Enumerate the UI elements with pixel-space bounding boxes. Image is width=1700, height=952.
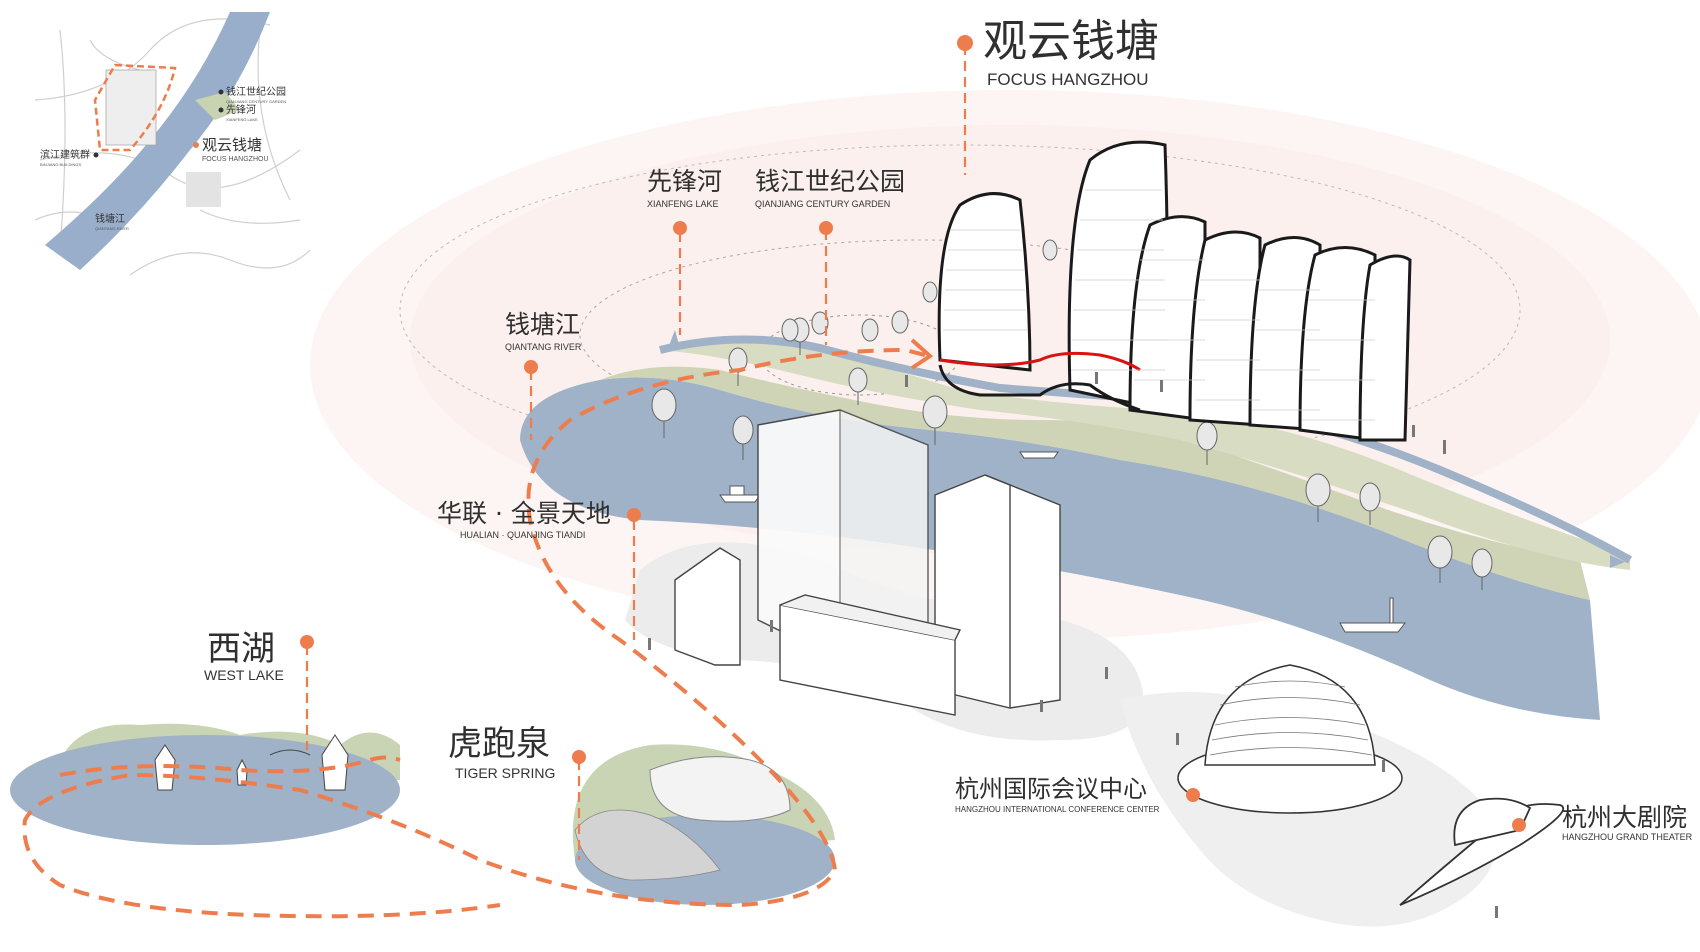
label-theater-cn: 杭州大剧院 bbox=[1562, 803, 1687, 832]
marker-qiantang bbox=[524, 360, 538, 374]
people bbox=[648, 372, 1498, 918]
label-westlake-en: WEST LAKE bbox=[204, 667, 284, 683]
label-westlake-cn: 西湖 bbox=[207, 629, 275, 669]
title-cn: 观云钱塘 bbox=[983, 16, 1159, 67]
map-river bbox=[45, 12, 270, 270]
map-label-focus-en: FOCUS HANGZHOU bbox=[202, 156, 269, 163]
map-label-century: 钱江世纪公园 bbox=[226, 85, 286, 98]
west-lake-vignette bbox=[10, 723, 400, 845]
marker-theater bbox=[1512, 818, 1526, 832]
trees bbox=[651, 239, 1493, 590]
boats bbox=[719, 451, 1407, 633]
river-arrow bbox=[1610, 555, 1625, 568]
tiger-spring-vignette bbox=[572, 744, 835, 905]
map-label-xianfeng-en: XIANFENG LAKE bbox=[226, 117, 258, 122]
label-century-en: QIANJIANG CENTURY GARDEN bbox=[755, 199, 890, 209]
map-label-binjiang-en: BINJIANG BUILDINGS bbox=[40, 162, 81, 167]
marker-conference bbox=[1186, 788, 1200, 802]
marker-hualian bbox=[627, 508, 641, 522]
marker-tiger bbox=[572, 750, 586, 764]
label-theater-en: HANGZHOU GRAND THEATER bbox=[1562, 832, 1693, 842]
label-qiantang-cn: 钱塘江 bbox=[505, 310, 580, 339]
map-label-focus: 观云钱塘 bbox=[202, 136, 262, 154]
route-path bbox=[22, 347, 926, 919]
label-century-cn: 钱江世纪公园 bbox=[755, 167, 905, 196]
inset-map: 钱江世纪公园 QIANJIANG CENTURY GARDEN 先锋河 XIAN… bbox=[30, 10, 320, 285]
map-focus-boundary bbox=[93, 63, 177, 152]
map-label-river: 钱塘江 bbox=[95, 212, 125, 225]
label-conference-cn: 杭州国际会议中心 bbox=[955, 775, 1147, 803]
map-label-river-en: QIANTANG RIVER bbox=[95, 226, 129, 231]
label-tiger-cn: 虎跑泉 bbox=[448, 724, 550, 764]
label-xianfeng-en: XIANFENG LAKE bbox=[647, 199, 719, 209]
marker-westlake bbox=[300, 635, 314, 649]
route-arrowhead bbox=[910, 338, 934, 370]
title-en: FOCUS HANGZHOU bbox=[987, 70, 1149, 89]
map-label-binjiang: 滨江建筑群 bbox=[40, 148, 90, 161]
marker-century bbox=[819, 221, 833, 235]
label-xianfeng-cn: 先锋河 bbox=[647, 167, 722, 196]
marker-xianfeng bbox=[673, 221, 687, 235]
label-hualian-en: HUALIAN · QUANJING TIANDI bbox=[460, 530, 585, 540]
label-hualian-cn: 华联 · 全景天地 bbox=[437, 499, 611, 528]
label-tiger-en: TIGER SPRING bbox=[455, 765, 555, 781]
leader-lines bbox=[305, 45, 967, 860]
map-label-century-en: QIANJIANG CENTURY GARDEN bbox=[226, 99, 286, 104]
label-conference-en: HANGZHOU INTERNATIONAL CONFERENCE CENTER bbox=[955, 805, 1160, 814]
marker-focus bbox=[957, 35, 973, 51]
hualian-buildings bbox=[674, 409, 1061, 716]
conference-dome bbox=[1177, 664, 1403, 814]
marker-dots bbox=[300, 35, 1526, 832]
map-label-xianfeng: 先锋河 bbox=[226, 103, 256, 116]
label-qiantang-en: QIANTANG RIVER bbox=[505, 342, 582, 352]
